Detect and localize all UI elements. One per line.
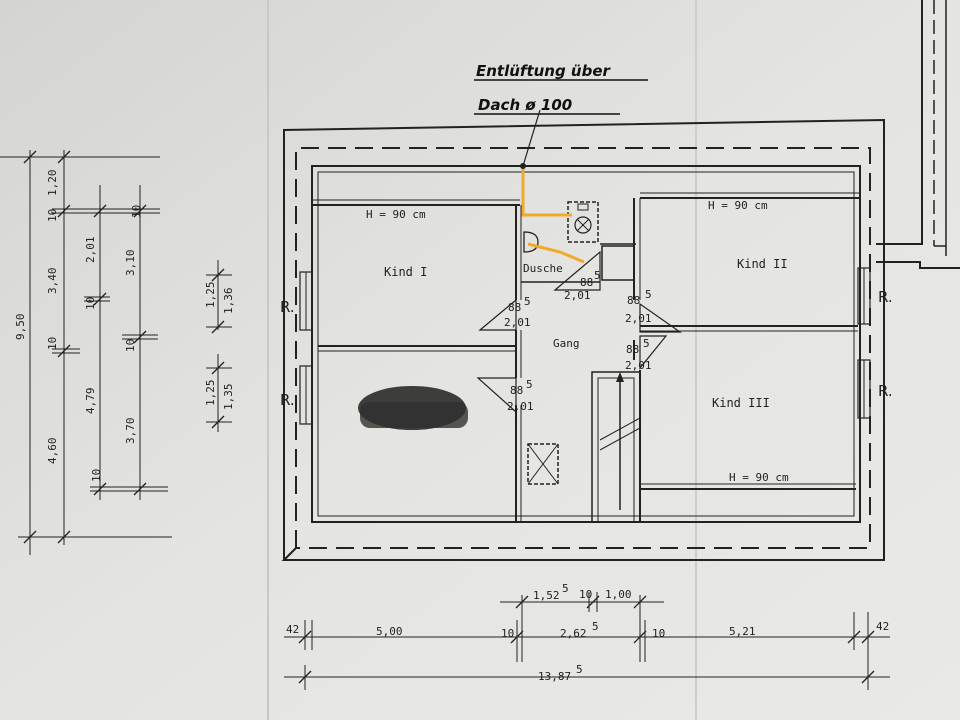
dim-label: 5,00 [376, 625, 403, 638]
dim-label: 5 [562, 582, 569, 595]
vent-pipe [474, 79, 648, 264]
dim-label: 10 [46, 209, 59, 222]
dim-label: 3,40 [46, 268, 59, 295]
dim-label: 10 [579, 588, 592, 601]
redacted-label [358, 386, 468, 430]
room-label-dusche: Dusche [523, 262, 563, 275]
vent-note: Entlüftung über Dach ø 100 [476, 62, 612, 114]
door-swings [476, 250, 682, 414]
dim-label: 1,52 [533, 589, 560, 602]
door-label: 88 5 2,01 [625, 288, 652, 325]
svg-text:88: 88 [580, 276, 593, 289]
door-label: 88 5 2,01 [504, 295, 531, 329]
dim-label: 10 [652, 627, 665, 640]
left-dimension-chains [0, 150, 232, 555]
svg-text:5: 5 [645, 288, 652, 301]
dim-label: 3,10 [124, 250, 137, 277]
room-label-kind-3: Kind III [712, 396, 770, 410]
dim-label: 42 [876, 620, 889, 633]
bottom-dimension-chains [284, 592, 890, 690]
door-label: 88 5 2,01 [507, 378, 534, 413]
vent-note-line1: Entlüftung über [476, 62, 612, 80]
dim-label: 1,00 [605, 588, 632, 601]
svg-text:88: 88 [626, 343, 639, 356]
knee-walls [312, 192, 860, 490]
dim-label: 5,21 [729, 625, 756, 638]
window-mark: R. [280, 298, 295, 316]
adjoining-building [876, 0, 960, 269]
window-mark: R. [280, 391, 295, 409]
svg-text:5: 5 [594, 269, 601, 282]
skylight [527, 443, 559, 485]
svg-text:5: 5 [524, 295, 531, 308]
dim-label: 5 [592, 620, 599, 633]
svg-text:5: 5 [643, 337, 650, 350]
door-label: 88 5 2,01 [564, 269, 601, 302]
dim-label: 10 [46, 337, 59, 350]
svg-text:88: 88 [510, 384, 523, 397]
window-mark: R. [878, 382, 893, 400]
dim-label: 2,01 [84, 237, 97, 264]
dim-label: 10 [124, 339, 137, 352]
outer-walls [281, 118, 885, 561]
dim-label: 3,70 [124, 418, 137, 445]
dim-label: 10 [90, 469, 103, 482]
dim-label: 10 [130, 205, 143, 218]
dim-label: 5 [576, 663, 583, 676]
ceiling-height-kind-2: H = 90 cm [708, 199, 768, 212]
staircase [591, 371, 641, 523]
bottom-dimension-labels: 42 5,00 10 2,62 5 10 5,21 42 1,52 5 10 1… [286, 582, 889, 683]
room-label-kind-2: Kind II [737, 257, 788, 271]
dim-label: 1,20 [46, 170, 59, 197]
svg-text:88: 88 [627, 294, 640, 307]
ceiling-height-kind-3: H = 90 cm [729, 471, 789, 484]
svg-text:2,01: 2,01 [625, 359, 652, 372]
svg-text:2,01: 2,01 [564, 289, 591, 302]
dim-total-height: 9,50 [14, 314, 27, 341]
room-label-kind-1: Kind I [384, 265, 427, 279]
toilet-fixture [567, 201, 599, 243]
ceiling-height-kind-1: H = 90 cm [366, 208, 426, 221]
svg-text:2,01: 2,01 [625, 312, 652, 325]
dim-label: 1,36 [222, 288, 235, 315]
dim-label: 10 [501, 627, 514, 640]
washbasin [523, 231, 539, 253]
door-label: 88 5 2,01 [625, 337, 652, 372]
svg-text:5: 5 [526, 378, 533, 391]
left-dimension-labels: 9,50 1,20 3,40 4,60 2,01 4,79 3,10 3,70 … [14, 170, 235, 483]
dim-label: 4,79 [84, 388, 97, 415]
window-mark: R. [878, 288, 893, 306]
dim-label: 4,60 [46, 438, 59, 465]
room-label-gang: Gang [553, 337, 580, 350]
svg-text:2,01: 2,01 [504, 316, 531, 329]
dim-total-width: 13,87 [538, 670, 571, 683]
svg-text:88: 88 [508, 301, 521, 314]
vent-note-line2: Dach ø 100 [478, 96, 572, 114]
svg-text:2,01: 2,01 [507, 400, 534, 413]
dim-label: 2,62 [560, 627, 587, 640]
window-frames [299, 267, 871, 425]
dim-label: 10 [84, 297, 97, 310]
dim-label: 1,35 [222, 384, 235, 411]
dim-label: 1,25 [204, 282, 217, 309]
dim-label: 42 [286, 623, 299, 636]
dim-label: 1,25 [204, 380, 217, 407]
